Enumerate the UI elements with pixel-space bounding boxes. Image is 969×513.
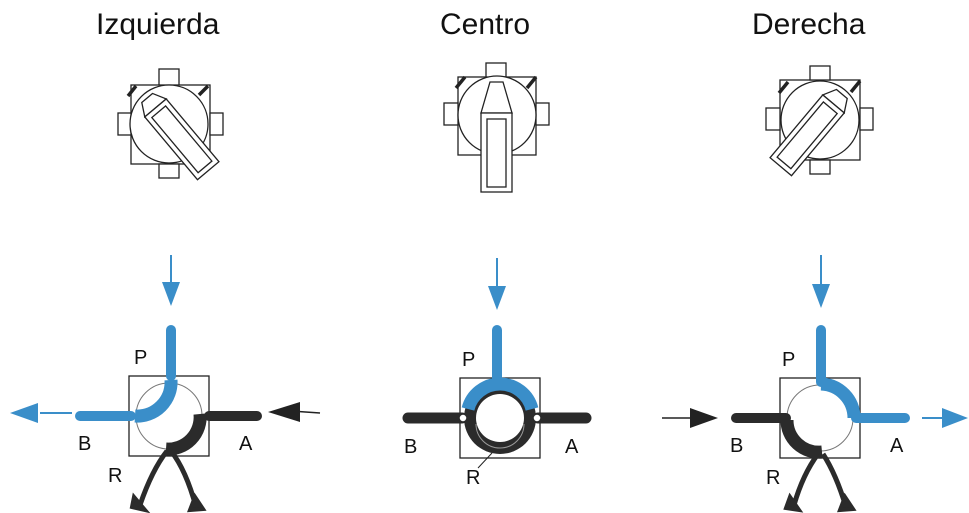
label-r-center: R	[466, 467, 480, 489]
valve-center	[402, 258, 592, 469]
title-left: Izquierda	[96, 8, 220, 41]
label-b-center: B	[404, 436, 417, 458]
label-p-center: P	[462, 349, 475, 371]
label-b-left: B	[78, 433, 91, 455]
valve-left	[10, 255, 321, 513]
label-b-right: B	[730, 435, 743, 457]
label-p-right: P	[782, 349, 795, 371]
lever-center-icon	[443, 62, 550, 193]
title-center: Centro	[440, 8, 531, 41]
title-right: Derecha	[752, 8, 866, 41]
lever-left-icon	[117, 68, 224, 181]
label-r-right: R	[766, 467, 780, 489]
label-a-left: A	[239, 433, 253, 455]
label-a-center: A	[565, 436, 579, 458]
label-a-right: A	[890, 435, 904, 457]
valve-right	[662, 255, 968, 513]
label-p-left: P	[134, 347, 147, 369]
label-r-left: R	[108, 465, 122, 487]
lever-right-icon	[765, 65, 874, 177]
